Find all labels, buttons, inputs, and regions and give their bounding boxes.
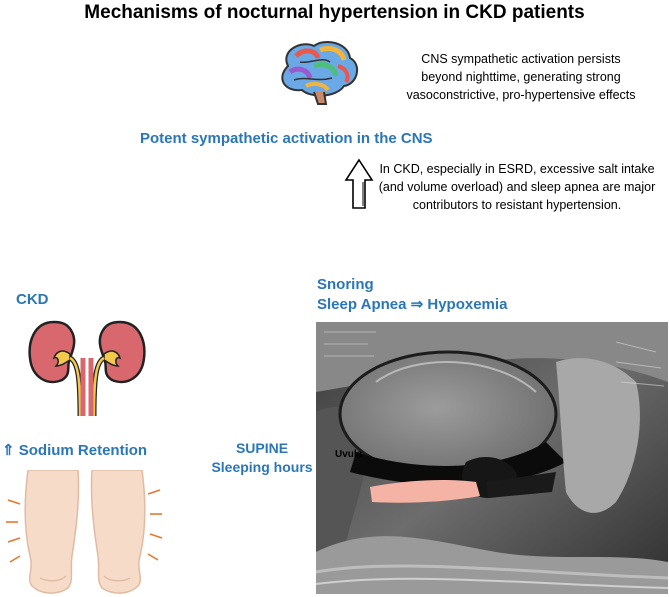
ckd-note-line-2: (and volume overload) and sleep apnea ar… bbox=[378, 180, 656, 194]
sagittal-mri-image: Uvula bbox=[316, 322, 668, 594]
supine-line-1: SUPINE bbox=[235, 440, 289, 456]
ckd-label: CKD bbox=[16, 291, 49, 308]
sleep-apnea-label: Sleep Apnea ⇒ Hypoxemia bbox=[317, 296, 508, 313]
cns-note-line-1: CNS sympathetic activation persists bbox=[421, 52, 621, 66]
cns-note-line-3: vasoconstrictive, pro-hypertensive effec… bbox=[406, 88, 636, 102]
sodium-retention-label: ⇑ Sodium Retention bbox=[2, 442, 148, 459]
supine-label: SUPINE Sleeping hours bbox=[210, 439, 314, 477]
uvula-label: Uvula bbox=[335, 449, 363, 460]
cns-note: CNS sympathetic activation persists beyo… bbox=[376, 50, 666, 104]
diagram-title: Mechanisms of nocturnal hypertension in … bbox=[84, 2, 585, 23]
mri-scan-annotations bbox=[318, 252, 368, 324]
ckd-note: In CKD, especially in ESRD, excessive sa… bbox=[368, 160, 666, 214]
cns-note-line-2: beyond nighttime, generating strong bbox=[421, 70, 621, 84]
ckd-note-line-1: In CKD, especially in ESRD, excessive sa… bbox=[379, 162, 655, 176]
kidneys-icon bbox=[26, 318, 148, 418]
snoring-label: Snoring bbox=[317, 276, 374, 293]
up-arrow-icon bbox=[344, 158, 374, 210]
apnea-label: Snoring Sleep Apnea ⇒ Hypoxemia bbox=[317, 275, 507, 315]
swollen-legs-icon bbox=[0, 470, 175, 597]
supine-line-2: Sleeping hours bbox=[211, 459, 313, 475]
central-label: Potent sympathetic activation in the CNS bbox=[140, 130, 433, 147]
ckd-note-line-3: contributors to resistant hypertension. bbox=[412, 198, 622, 212]
brain-icon bbox=[270, 36, 362, 108]
